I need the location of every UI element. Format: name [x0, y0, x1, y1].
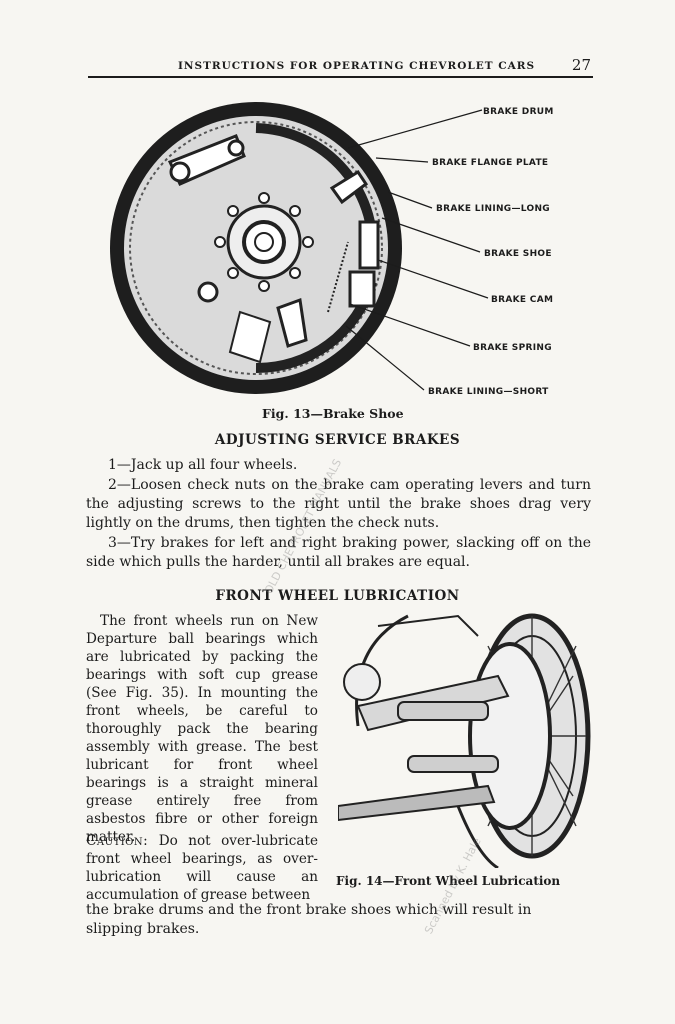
lubrication-paragraph: The front wheels run on New Departure ba… — [86, 613, 318, 845]
running-title: INSTRUCTIONS FOR OPERATING CHEVROLET CAR… — [178, 60, 536, 72]
label-brake-spring: BRAKE SPRING — [473, 343, 552, 353]
label-brake-cam: BRAKE CAM — [491, 295, 553, 305]
brake-shoe-diagram: BRAKE DRUM BRAKE FLANGE PLATE BRAKE LINI… — [110, 102, 554, 397]
caution-paragraph: Caution: Do not over-lubricate front whe… — [86, 832, 318, 904]
label-brake-drum: BRAKE DRUM — [483, 107, 554, 117]
figure13-caption: Fig. 13—Brake Shoe — [262, 406, 404, 421]
caution-continued: the brake drums and the front brake shoe… — [86, 902, 532, 937]
label-brake-lining-short: BRAKE LINING—SHORT — [428, 387, 549, 397]
label-brake-lining-long: BRAKE LINING—LONG — [436, 204, 550, 214]
figure14-caption: Fig. 14—Front Wheel Lubrication — [336, 874, 561, 888]
front-wheel-illustration — [338, 606, 592, 868]
section-heading-adjusting-brakes: ADJUSTING SERVICE BRAKES — [214, 432, 461, 448]
leader-lines — [345, 109, 489, 391]
step-3: 3—Try brakes for left and right braking … — [86, 535, 591, 570]
step-1: 1—Jack up all four wheels. — [108, 457, 298, 473]
caution-label: Caution: — [86, 833, 149, 849]
caution-text: Do not over-lubricate front wheel bearin… — [86, 833, 318, 903]
label-brake-flange-plate: BRAKE FLANGE PLATE — [432, 158, 548, 168]
step-2: 2—Loosen check nuts on the brake cam ope… — [86, 477, 591, 531]
brake-drum-illustration — [110, 102, 402, 394]
running-header: INSTRUCTIONS FOR OPERATING CHEVROLET CAR… — [88, 56, 593, 78]
page-number: 27 — [571, 56, 591, 74]
section-heading-front-wheel-lubrication: FRONT WHEEL LUBRICATION — [215, 588, 460, 604]
label-brake-shoe: BRAKE SHOE — [484, 249, 552, 259]
